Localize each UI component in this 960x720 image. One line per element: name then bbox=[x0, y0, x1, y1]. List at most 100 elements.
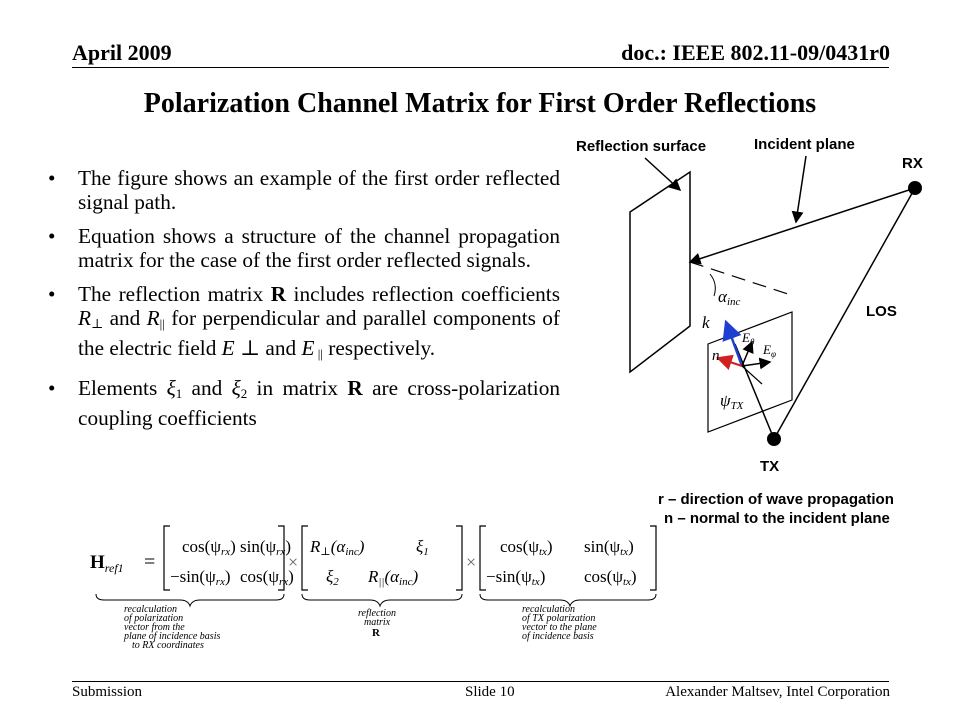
reflection-figure: Reflection surface Incident plane RX LOS… bbox=[576, 136, 923, 527]
perp-sub: ⊥ bbox=[91, 316, 104, 331]
svg-text:of TX polarization: of TX polarization bbox=[522, 613, 595, 624]
psi-line bbox=[741, 365, 763, 385]
bullet-text: and bbox=[260, 336, 302, 360]
svg-text:vector from the: vector from the bbox=[124, 622, 185, 633]
plane-pointer-arrow bbox=[791, 155, 807, 224]
header-doc-id: doc.: IEEE 802.11-09/0431r0 bbox=[621, 40, 890, 65]
normal-dashed-line bbox=[689, 261, 795, 297]
m1-c: −sin(ψrx) bbox=[170, 567, 231, 588]
e-perp-sub: ⊥ bbox=[234, 336, 261, 360]
bullet-text: are cross-polarization coupling coeffici… bbox=[78, 376, 560, 430]
m1-b: sin(ψrx) bbox=[240, 537, 291, 558]
e-field: E bbox=[301, 336, 315, 360]
times-sign: × bbox=[466, 552, 476, 572]
svg-text:to RX coordinates: to RX coordinates bbox=[132, 640, 204, 650]
r-par: R bbox=[146, 306, 160, 330]
los-ray bbox=[773, 187, 916, 440]
incident-plane-box bbox=[707, 311, 793, 433]
surface-pointer-arrow bbox=[644, 157, 682, 192]
los-label: LOS bbox=[866, 303, 897, 320]
header-date: April 2009 bbox=[72, 40, 172, 65]
bullet-item: Equation shows a structure of the channe… bbox=[48, 224, 560, 272]
e-field: E bbox=[221, 336, 235, 360]
bullet-item: Elements ξ1 and ξ2 in matrix R are cross… bbox=[48, 376, 560, 430]
svg-text:recalculation: recalculation bbox=[522, 604, 575, 615]
matrix1-right-bracket bbox=[278, 525, 285, 591]
bullet-text: Equation shows a structure of the channe… bbox=[78, 224, 560, 272]
psi-symbol: ψTX bbox=[720, 391, 745, 412]
footer-divider bbox=[72, 681, 889, 682]
svg-text:matrix: matrix bbox=[364, 617, 391, 628]
bullet-item: The figure shows an example of the first… bbox=[48, 166, 560, 214]
k-vector-arrow bbox=[722, 319, 744, 367]
svg-text:of polarization: of polarization bbox=[124, 613, 183, 624]
m1-a: cos(ψrx) bbox=[182, 537, 236, 558]
bullet-text: Elements bbox=[78, 376, 167, 400]
xi-sub: 1 bbox=[175, 386, 183, 401]
alpha-symbol: αinc bbox=[718, 287, 740, 308]
m2-b: ξ1 bbox=[416, 537, 429, 558]
brace-3 bbox=[479, 593, 657, 608]
channel-matrix-equation: Href1 = cos(ψrx) sin(ψrx) −sin(ψrx) cos(… bbox=[90, 525, 657, 650]
m3-b: sin(ψtx) bbox=[584, 537, 634, 558]
tx-ray bbox=[734, 343, 775, 440]
tx-label: TX bbox=[760, 458, 779, 475]
m2-c: ξ2 bbox=[326, 567, 339, 588]
bullet-item: The reflection matrix R includes reflect… bbox=[48, 282, 561, 366]
bullet-text: and bbox=[182, 376, 232, 400]
e-theta-arrow bbox=[741, 340, 754, 367]
slide-title: Polarization Channel Matrix for First Or… bbox=[143, 88, 817, 119]
reflection-surface-label: Reflection surface bbox=[576, 138, 706, 155]
bullet-text: The reflection matrix bbox=[78, 282, 271, 306]
bullet-text: and bbox=[103, 306, 147, 330]
m3-c: −sin(ψtx) bbox=[486, 567, 545, 588]
xi-symbol: ξ bbox=[231, 376, 241, 400]
svg-text:plane of incidence basis: plane of incidence basis bbox=[123, 631, 220, 642]
times-sign: × bbox=[288, 552, 298, 572]
bullet-text: in matrix bbox=[247, 376, 348, 400]
header-divider bbox=[72, 67, 889, 68]
m1-d: cos(ψrx) bbox=[240, 567, 294, 588]
incident-ray bbox=[688, 187, 916, 265]
svg-text:R: R bbox=[372, 627, 381, 639]
r-perp: R bbox=[78, 306, 92, 330]
rx-label: RX bbox=[902, 155, 923, 172]
equals-sign: = bbox=[144, 551, 155, 573]
bullet-text: for perpendicular and parallel component… bbox=[78, 306, 560, 360]
bullet-text: The figure shows an example of the first… bbox=[78, 166, 560, 214]
footer-submission: Submission bbox=[72, 684, 143, 700]
legend-r: r – direction of wave propagation bbox=[658, 491, 894, 508]
brace1-caption: recalculation of polarization vector fro… bbox=[123, 604, 220, 650]
footer-slide-number: Slide 10 bbox=[465, 684, 515, 700]
bullet-text: includes reflection coefficients bbox=[286, 282, 561, 306]
svg-text:of incidence basis: of incidence basis bbox=[522, 631, 594, 642]
reflection-surface-plane bbox=[629, 170, 691, 374]
brace3-caption: recalculation of TX polarization vector … bbox=[522, 604, 597, 642]
e-phi-symbol: Eφ bbox=[762, 342, 776, 359]
xi-symbol: ξ bbox=[166, 376, 176, 400]
e-theta-symbol: Eθ bbox=[741, 330, 755, 347]
brace-1 bbox=[95, 593, 285, 608]
h-ref1-symbol: Href1 bbox=[90, 552, 124, 575]
xi-sub: 2 bbox=[240, 386, 248, 401]
matrix-r: R bbox=[270, 282, 287, 306]
svg-text:recalculation: recalculation bbox=[124, 604, 177, 615]
brace2-caption: reflection matrix R bbox=[358, 608, 396, 639]
k-symbol: k bbox=[702, 313, 710, 332]
m3-d: cos(ψtx) bbox=[584, 567, 637, 588]
e-par-sub: || bbox=[314, 346, 323, 361]
brace-2 bbox=[301, 593, 463, 608]
e-phi-arrow bbox=[741, 357, 772, 370]
tx-antenna-icon bbox=[767, 432, 781, 446]
m2-a: R⊥(αinc) bbox=[309, 537, 365, 558]
svg-text:vector to the plane: vector to the plane bbox=[522, 622, 597, 633]
matrix3-right-bracket bbox=[650, 525, 657, 591]
footer-author: Alexander Maltsev, Intel Corporation bbox=[665, 684, 890, 700]
svg-text:reflection: reflection bbox=[358, 608, 396, 619]
bullet-text: respectively. bbox=[322, 336, 436, 360]
rx-antenna-icon bbox=[908, 181, 922, 195]
incident-plane-label: Incident plane bbox=[754, 136, 855, 153]
angle-arc bbox=[709, 273, 716, 297]
matrix1-left-bracket bbox=[163, 525, 170, 591]
bullet-list: The figure shows an example of the first… bbox=[48, 166, 560, 440]
